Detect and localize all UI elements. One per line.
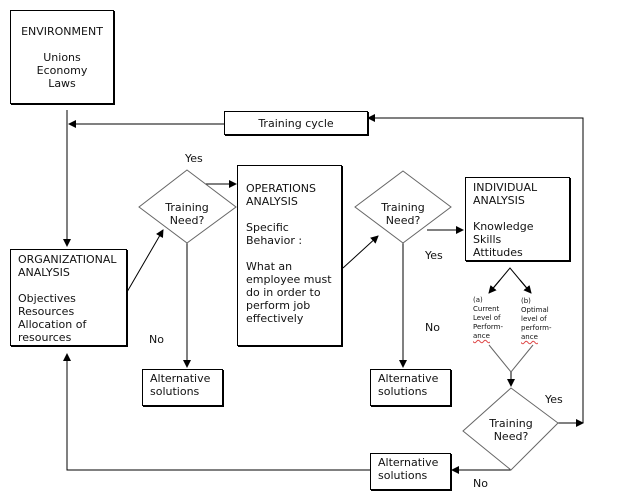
ops-desc: do in order to [246,286,321,299]
environment-item: Laws [48,77,76,90]
connector-individual-branch [489,267,531,293]
decision-2-yes-label: Yes [425,249,443,262]
connector-alt-to-org [63,353,370,471]
alternative-solutions-box-2: Alternative solutions [370,369,451,406]
ops-desc: perform job [246,299,311,312]
decision-text-3: Training Need? [489,417,533,443]
org-item: Objectives [18,292,76,305]
decision-1-yes-label: Yes [185,152,203,165]
decision-diamond-1 [138,169,237,244]
ops-desc: effectively [246,312,304,325]
decision-diamond-3 [462,387,559,471]
ind-item: Knowledge [473,220,534,233]
alternative-solutions-box-3: Alternative solutions [370,453,451,490]
ops-title-1: OPERATIONS [246,182,316,195]
org-title-2: ANALYSIS [18,266,70,279]
environment-title: ENVIRONMENT [21,25,103,38]
organizational-analysis-box: ORGANIZATIONAL ANALYSIS Objectives Resou… [10,249,127,346]
decision-text-2: Training Need? [381,201,425,227]
org-item: Resources [18,305,75,318]
ops-title-2: ANALYSIS [246,195,298,208]
decision-diamond-2 [354,170,452,244]
org-item: resources [18,331,72,344]
connector-return-to-cycle [367,114,584,423]
connector-ops-to-decision-2 [342,235,379,269]
connector-org-to-decision-1 [126,229,164,293]
training-cycle-box: Training cycle [224,111,368,135]
ind-item: Attitudes [473,246,523,259]
ops-sub-1: Specific [246,221,289,234]
environment-item: Unions [43,51,81,64]
decision-text-1: Training Need? [165,201,209,227]
operations-analysis-box: OPERATIONS ANALYSIS Specific Behavior : … [237,165,342,346]
environment-box: ENVIRONMENT Unions Economy Laws [10,10,114,104]
org-title-1: ORGANIZATIONAL [18,253,117,266]
individual-analysis-box: INDIVIDUAL ANALYSIS Knowledge Skills Att… [465,177,570,261]
connector-merge [488,344,534,373]
org-item: Allocation of [18,318,87,331]
decision-3-no-label: No [473,477,488,490]
training-cycle-label: Training cycle [258,117,334,130]
decision-3-yes-label: Yes [545,393,563,406]
ind-title-1: INDIVIDUAL [473,181,538,194]
ind-item: Skills [473,233,502,246]
ops-desc: employee must [246,273,332,286]
decision-1-no-label: No [149,333,164,346]
environment-item: Economy [36,64,88,77]
ops-desc: What an [246,260,293,273]
current-performance-label: (a) Current Level of Perform- ance [473,296,504,340]
alternative-solutions-box-1: Alternative solutions [142,369,223,406]
optimal-performance-label: (b) Optimal level of perform- ance [521,297,552,341]
decision-2-no-label: No [425,321,440,334]
ind-title-2: ANALYSIS [473,194,525,207]
ops-sub-2: Behavior : [246,234,303,247]
